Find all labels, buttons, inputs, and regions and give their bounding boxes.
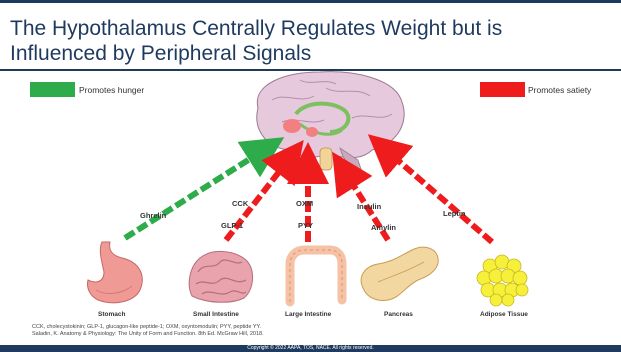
footnote-abbreviations: CCK, cholecystokinin; GLP-1, glucagon-li… <box>32 324 264 331</box>
copyright-text: Copyright © 2022 AAPA, TOS, NACE. All ri… <box>0 345 621 352</box>
signal-glp1-label: GLP-1 <box>221 221 243 230</box>
footnote: CCK, cholecystokinin; GLP-1, glucagon-li… <box>32 324 264 338</box>
signal-oxm-label: OXM <box>296 199 313 208</box>
ghrelin-arrow <box>125 150 264 238</box>
pancreas-icon <box>361 247 438 300</box>
legend-hunger-swatch <box>30 82 75 97</box>
organ-pancreas-label: Pancreas <box>384 311 413 318</box>
small-intestine-icon <box>189 251 252 302</box>
signal-pyy-label: PYY <box>298 221 313 230</box>
signal-ghrelin-label: Ghrelin <box>140 211 167 220</box>
organ-large-intestine-label: Large Intestine <box>285 311 332 318</box>
legend-hunger-label: Promotes hunger <box>79 85 144 95</box>
organ-adipose-label: Adipose Tissue <box>480 311 528 318</box>
signal-leptin-label: Leptin <box>443 209 466 218</box>
legend-satiety-swatch <box>480 82 525 97</box>
organ-stomach-label: Stomach <box>98 311 125 318</box>
stomach-icon <box>87 242 142 303</box>
large-intestine-icon <box>290 250 342 302</box>
brain-icon <box>257 72 404 172</box>
footnote-reference: Saladin, K. Anatomy & Physiology: The Un… <box>32 331 264 338</box>
leptin-arrow <box>386 150 492 242</box>
adipose-tissue-icon <box>477 255 528 306</box>
signal-amylin-label: Amylin <box>371 223 396 232</box>
signal-insulin-label: Insulin <box>357 202 382 211</box>
legend-satiety-label: Promotes satiety <box>528 85 592 95</box>
organ-small-intestine-label: Small Intestine <box>193 311 239 318</box>
signal-cck-label: CCK <box>232 199 249 208</box>
